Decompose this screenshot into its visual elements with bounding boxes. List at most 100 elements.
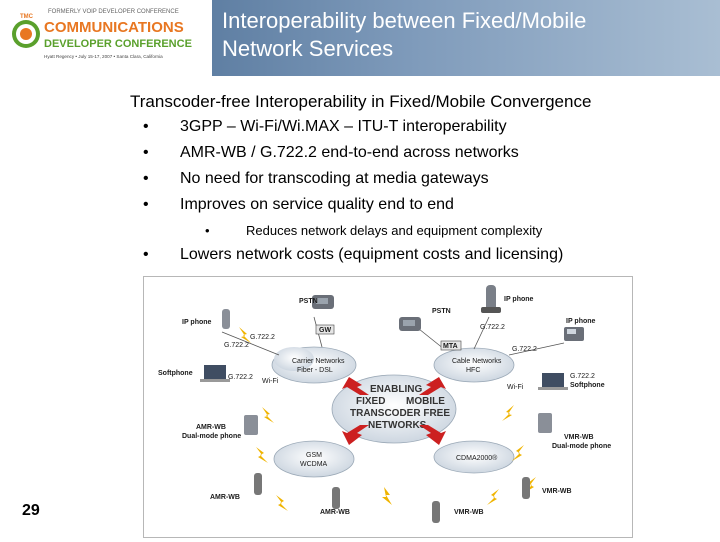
mobile-phone-icon [522,477,530,499]
cdma-label: CDMA2000® [456,454,498,462]
arrow-carrier [342,377,369,395]
laptop-icon [538,373,568,390]
mobile-phone-icon [332,487,340,509]
bullet-dot: • [143,118,149,135]
wifi-right-label: Wi-Fi [507,384,524,391]
bolt-icon [502,405,514,421]
slide-header: FORMERLY VOIP DEVELOPER CONFERENCE TMC C… [0,0,720,78]
sub-bullet-dot: • [205,223,210,238]
ip-phone-top-label: IP phone [504,296,534,303]
logo-tagline: FORMERLY VOIP DEVELOPER CONFERENCE [48,9,179,15]
red-arrows [342,377,446,445]
g7222-label: G.722.2 [480,324,505,331]
vmrwb-right-label: VMR-WB [542,488,572,495]
vmrwb-dual-right-sub-label: Dual-mode phone [552,443,611,450]
slide-title-line-1: Interoperability between Fixed/Mobile [222,8,587,33]
network-diagram: Carrier Networks Fiber - DSL Cable Netwo… [143,276,633,538]
amrwb-bottom-left-label: AMR-WB [210,494,240,501]
bullet-text: Improves on service quality end to end [180,196,454,213]
bullet-item: • Improves on service quality end to end [0,196,720,220]
center-line-3: MOBILE [406,396,445,407]
conference-logo-graphic: FORMERLY VOIP DEVELOPER CONFERENCE TMC C… [12,9,192,59]
laptop-icon [200,365,230,382]
carrier-networks-cloud: Carrier Networks Fiber - DSL [271,346,357,384]
amrwb-dual-left-label: AMR-WB [196,424,226,431]
gsm-label: GSM [306,452,322,459]
logo-developer-conference: DEVELOPER CONFERENCE [44,38,192,50]
g7222-softphone-label: G.722.2 [570,373,595,380]
cordless-phone-icon [481,285,501,313]
network-diagram-graphic: Carrier Networks Fiber - DSL Cable Netwo… [158,285,611,523]
section-heading: Transcoder-free Interoperability in Fixe… [130,92,592,111]
wcdma-label: WCDMA [300,461,328,468]
bullet-dot: • [143,246,149,263]
bullet-dot: • [143,170,149,187]
conference-logo: FORMERLY VOIP DEVELOPER CONFERENCE TMC C… [8,4,208,68]
gsm-cloud: GSM WCDMA [273,440,355,478]
logo-communications: COMMUNICATIONS [44,19,184,36]
bolt-icon [239,327,251,343]
bullet-item: • AMR-WB / G.722.2 end-to-end across net… [0,144,720,168]
desk-phone-icon [399,317,421,331]
slide-title: Interoperability between Fixed/Mobile Ne… [222,7,712,63]
gw-label: GW [319,327,331,334]
g7222-label: G.722.2 [512,346,537,353]
bolt-icon [256,447,268,463]
mta-box: MTA [440,340,462,351]
cable-sub-label: HFC [466,367,480,374]
mobile-phone-icon [254,473,262,495]
bullet-text: No need for transcoding at media gateway… [180,170,489,187]
pda-icon [244,415,258,435]
bolt-icon [262,407,274,423]
arrow-cdma [419,425,446,445]
bolt-icon [512,445,524,461]
wifi-left-label: Wi-Fi [262,378,279,385]
cable-networks-cloud: Cable Networks HFC [433,347,515,383]
sub-bullet-text: Reduces network delays and equipment com… [246,223,543,238]
amrwb-dual-left-sub-label: Dual-mode phone [182,433,241,440]
bullet-dot: • [143,196,149,213]
g7222-label: G.722.2 [224,342,249,349]
softphone-right-label: Softphone [570,382,605,389]
bullet-item: • Lowers network costs (equipment costs … [0,246,720,270]
slide-title-line-2: Network Services [222,36,394,61]
softphone-left-label: Softphone [158,370,193,377]
ip-phone-left-label: IP phone [182,319,212,326]
bullet-item: • No need for transcoding at media gatew… [0,170,720,194]
amrwb-bottom-label: AMR-WB [320,509,350,516]
arrow-cable [419,377,446,395]
logo-badge: TMC [20,14,34,20]
cdma-cloud: CDMA2000® [433,440,515,474]
g7222-label: G.722.2 [228,374,253,381]
center-line-5: NETWORKS [368,420,427,431]
vmrwb-bottom-label: VMR-WB [454,509,484,516]
cable-label: Cable Networks [452,358,502,365]
center-line-4: TRANSCODER FREE [350,408,450,419]
pda-icon [538,413,552,433]
bullet-text: 3GPP – Wi-Fi/Wi.MAX – ITU-T interoperabi… [180,118,507,135]
page-number: 29 [22,502,40,519]
mobile-phone-icon [432,501,440,523]
carrier-sub-label: Fiber - DSL [297,367,333,374]
ip-phone-icon [564,327,584,341]
title-band: Interoperability between Fixed/Mobile Ne… [212,0,720,76]
bolt-icon [382,487,392,505]
bolt-icon [487,489,499,505]
bullet-text: Lowers network costs (equipment costs an… [180,246,564,263]
arrow-gsm [342,425,369,445]
ip-phone-right-label: IP phone [566,318,596,325]
g7222-label: G.722.2 [250,334,275,341]
carrier-label: Carrier Networks [292,358,345,365]
bullet-item: • 3GPP – Wi-Fi/Wi.MAX – ITU-T interopera… [0,118,720,142]
center-line-2: FIXED [356,396,385,407]
logo-dates: Hyatt Regency • July 15-17, 2007 • Santa… [44,54,163,59]
pstn-left-label: PSTN [299,298,318,305]
vmrwb-dual-right-label: VMR-WB [564,434,594,441]
sub-bullet-item: • Reduces network delays and equipment c… [0,223,720,247]
bolt-icon [276,495,288,511]
mta-label: MTA [443,343,458,350]
gateway-box: GW [315,324,335,335]
center-line-1: ENABLING [370,384,422,395]
mobile-phone-icon [222,309,230,329]
bullet-dot: • [143,144,149,161]
